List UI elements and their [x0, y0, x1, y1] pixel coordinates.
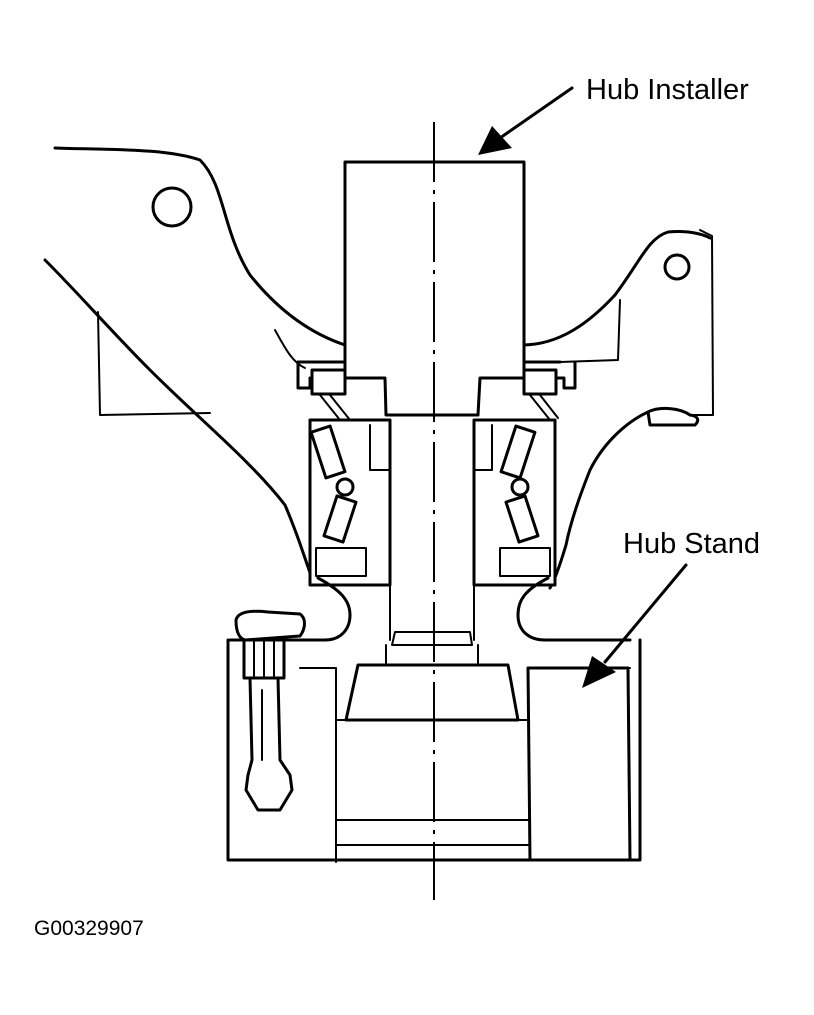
knuckle-bolt-hole-left [151, 186, 193, 228]
steering-knuckle [43, 146, 714, 590]
hub-stand [226, 638, 642, 863]
wheel-bearing-right [472, 394, 559, 587]
knuckle-bolt-hole-right [663, 253, 691, 281]
hub-stand-label: Hub Stand [623, 528, 760, 560]
hub-stand-arrow [582, 563, 688, 688]
hub-installer-arrow [478, 86, 574, 155]
hub-installer-label: Hub Installer [586, 74, 749, 106]
hub-flange [228, 576, 632, 646]
bearing-seals [296, 360, 577, 396]
figure-id: G00329907 [34, 917, 144, 940]
wheel-bearing-left [308, 394, 392, 587]
wheel-stud [234, 609, 306, 812]
